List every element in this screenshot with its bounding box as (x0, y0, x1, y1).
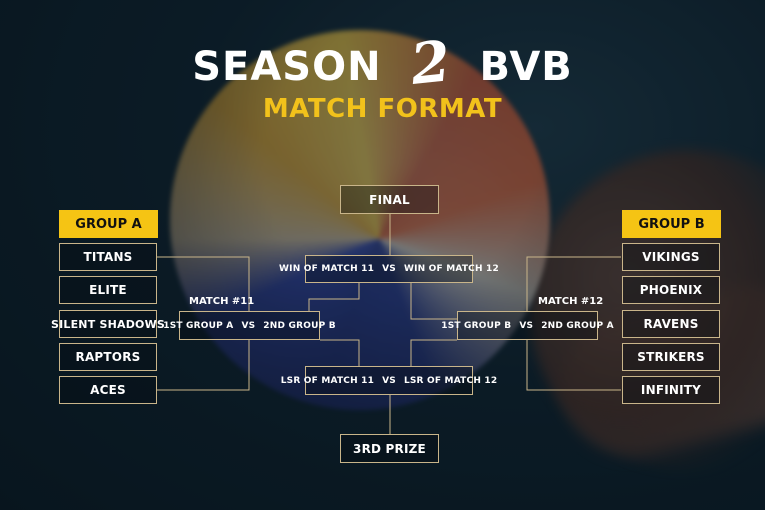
connector-match11-third (320, 339, 360, 366)
connector-vikings-match12 (526, 256, 621, 311)
group-b-header: GROUP B (622, 210, 721, 238)
title-bvb: BVB (479, 44, 573, 90)
connector-titans-match11 (157, 256, 250, 311)
group-a-header: GROUP A (59, 210, 158, 238)
match-11-right: 2ND GROUP B (263, 320, 336, 331)
volleyball-image (170, 30, 550, 410)
title-season: SEASON (192, 44, 382, 90)
team-group-b-2: PHOENIX (622, 276, 720, 304)
match-12-right: 2ND GROUP A (541, 320, 614, 331)
final-header: FINAL (340, 185, 439, 214)
third-prize-header: 3RD PRIZE (340, 434, 439, 463)
team-group-a-3: SILENT SHADOWS (51, 310, 165, 338)
final-right: WIN OF MATCH 12 (403, 264, 499, 274)
third-left: LSR OF MATCH 11 (280, 375, 375, 386)
team-group-b-4: STRIKERS (622, 343, 720, 371)
match-11-label: MATCH #11 (189, 296, 255, 307)
match-11-box: 1ST GROUP A VS 2ND GROUP B (163, 311, 336, 340)
connector-match12-third (410, 339, 457, 366)
third-right: LSR OF MATCH 12 (403, 375, 498, 386)
match-11-left: 1ST GROUP A (163, 320, 234, 331)
match-12-vs: VS (519, 320, 534, 331)
poster-title: SEASON 2 BVB (0, 28, 765, 100)
final-left: WIN OF MATCH 11 (279, 264, 375, 274)
match-12-left: 1ST GROUP B (441, 320, 512, 331)
team-group-a-1: TITANS (59, 243, 157, 271)
team-group-a-2: ELITE (59, 276, 157, 304)
match-11-vs: VS (241, 320, 256, 331)
team-group-b-3: RAVENS (622, 310, 720, 338)
team-group-a-4: RAPTORS (59, 343, 157, 371)
match-12-label: MATCH #12 (538, 296, 604, 307)
title-season-number: 2 (407, 28, 454, 98)
team-group-b-5: INFINITY (622, 376, 720, 404)
connector-aces-match11 (157, 340, 250, 391)
final-match-box: WIN OF MATCH 11 VS WIN OF MATCH 12 (279, 255, 499, 283)
third-vs: VS (382, 375, 396, 386)
connector-infinity-match12 (526, 340, 621, 391)
poster-subtitle: MATCH FORMAT (262, 94, 503, 124)
team-group-b-1: VIKINGS (622, 243, 720, 271)
final-vs: VS (382, 264, 396, 274)
connector-match12-final (410, 283, 457, 320)
third-match-box: LSR OF MATCH 11 VS LSR OF MATCH 12 (281, 366, 497, 395)
match-12-box: 1ST GROUP B VS 2ND GROUP A (441, 311, 614, 340)
connector-match11-final (308, 283, 360, 311)
team-group-a-5: ACES (59, 376, 157, 404)
